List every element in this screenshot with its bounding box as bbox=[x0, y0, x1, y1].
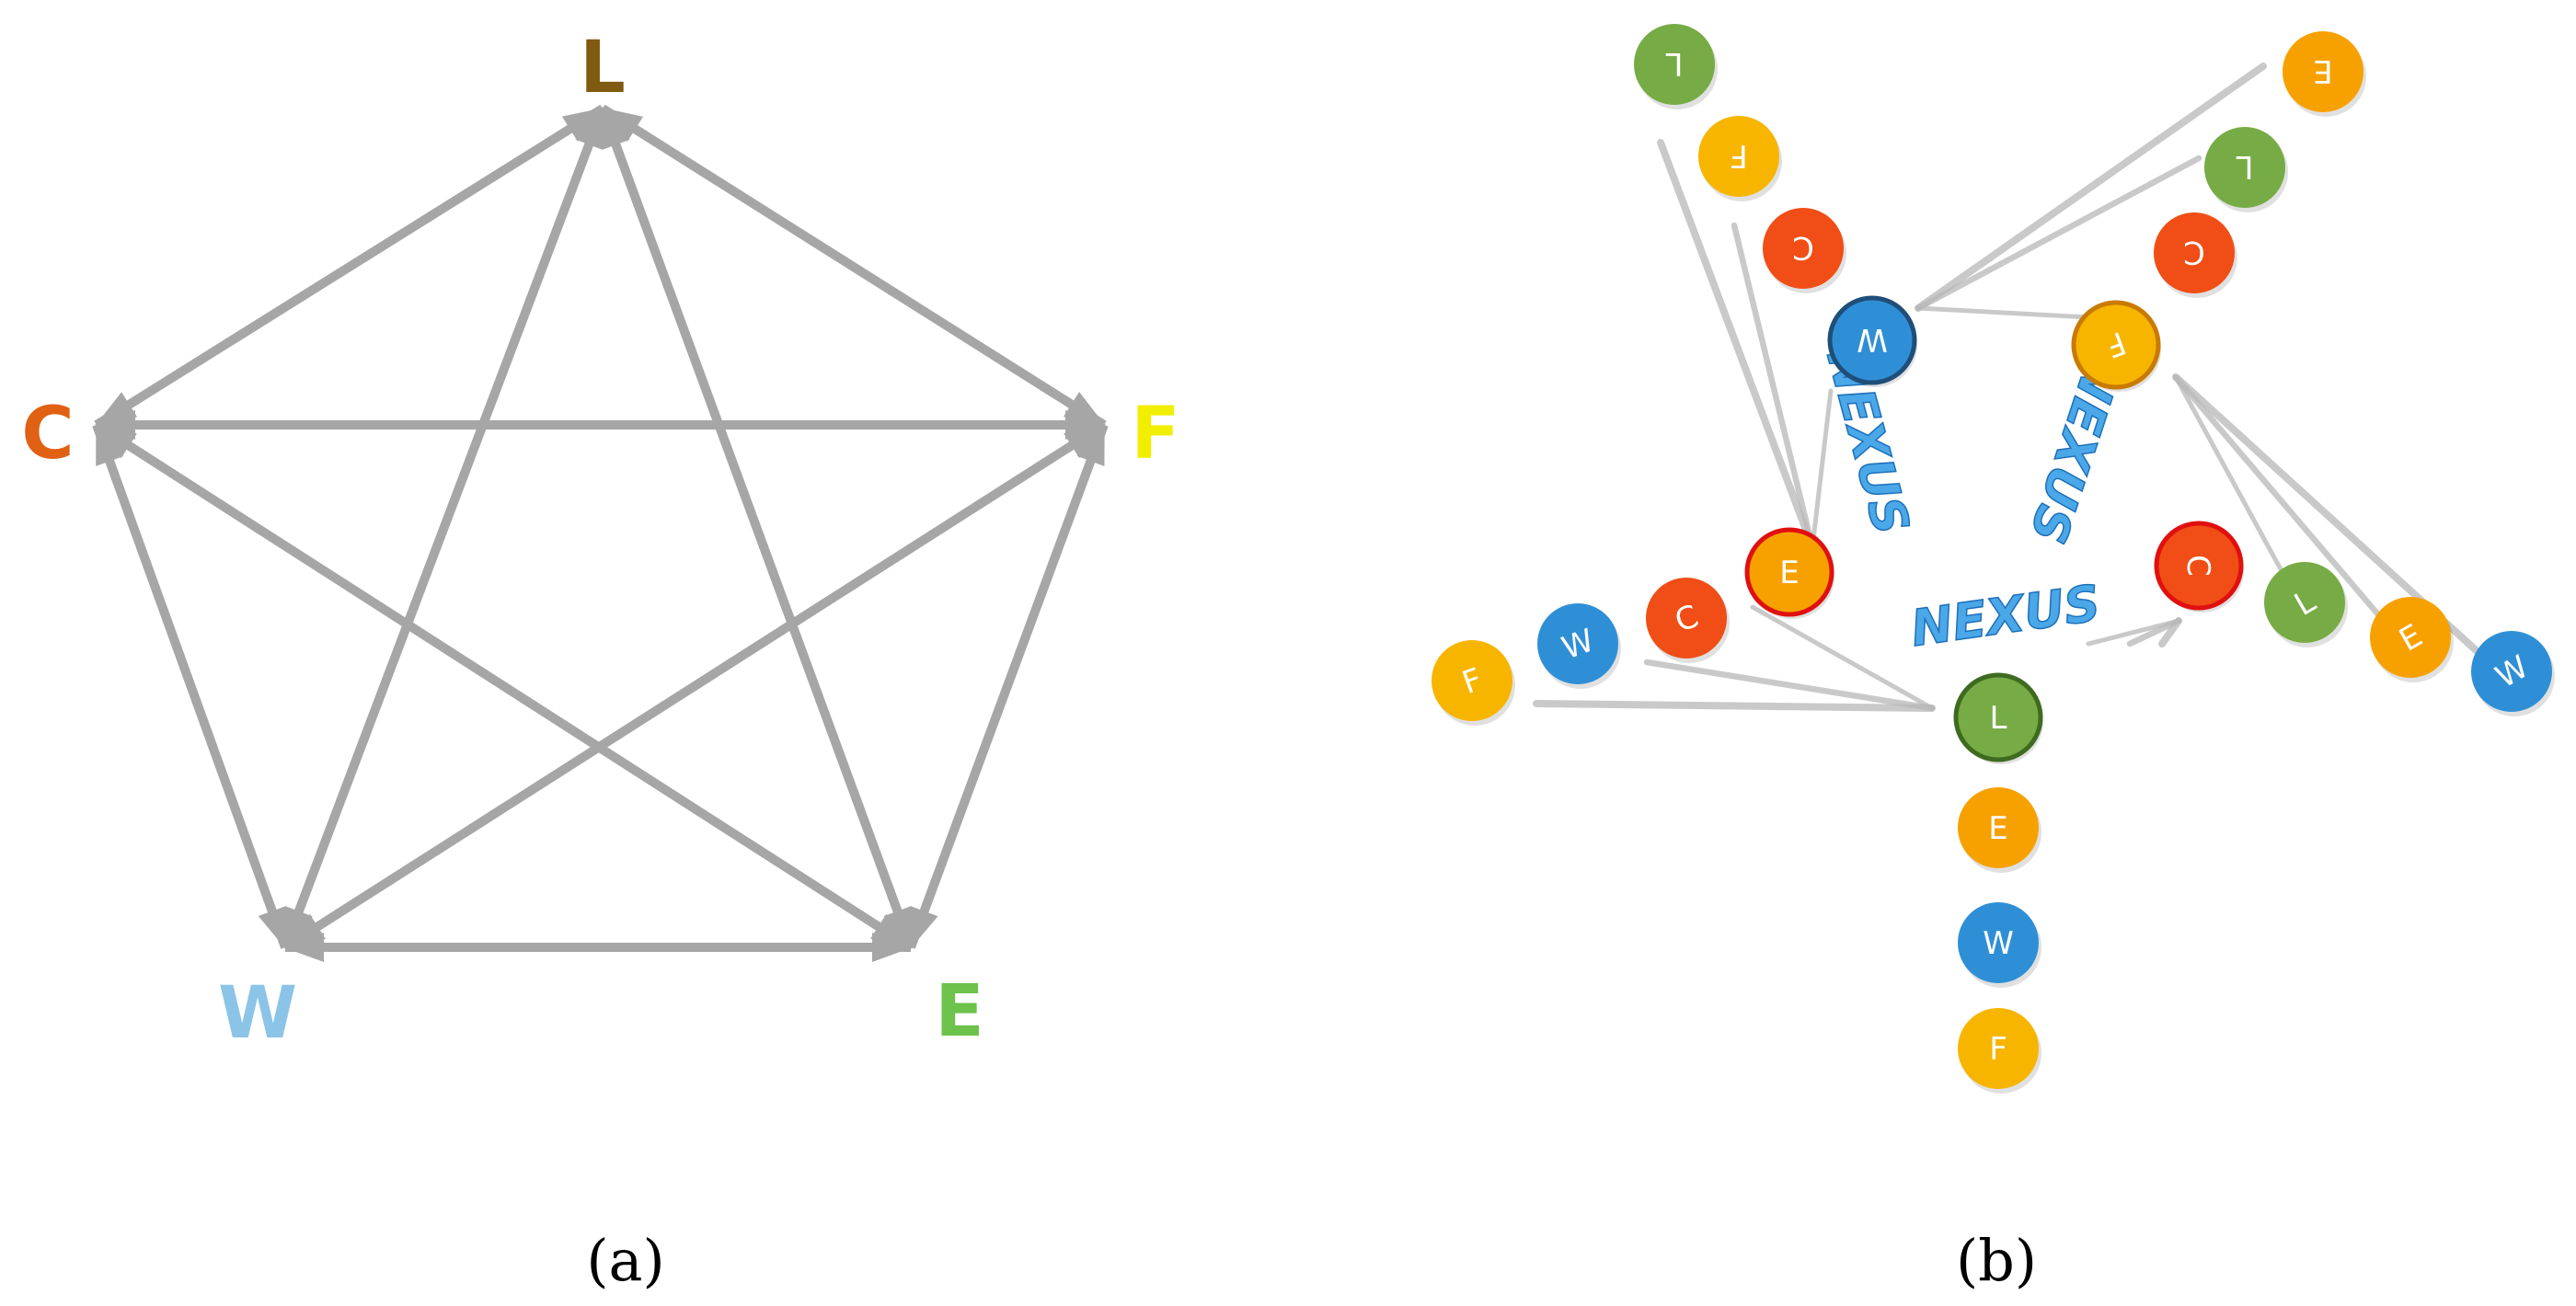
spoke-ball-C-L-group: L bbox=[2264, 562, 2348, 647]
panel-a-nodes: L F E W C bbox=[21, 27, 1179, 1055]
panel-a-caption: (a) bbox=[586, 1227, 664, 1294]
spoke-ball-L-F-group: F bbox=[1958, 1008, 2041, 1094]
spoke-ball-L-F bbox=[1958, 1008, 2039, 1089]
hub-ball-F bbox=[2071, 300, 2161, 390]
hub-ball-L-letter: L bbox=[1990, 700, 2007, 737]
spoke-line-C-W bbox=[2173, 374, 2289, 582]
spoke-ball-F-L-letter: L bbox=[2236, 148, 2253, 185]
spoke-ball-C-E bbox=[2370, 597, 2451, 678]
spoke-ball-E-W-group: W bbox=[1537, 603, 1621, 689]
node-label-E: E bbox=[935, 970, 983, 1053]
spoke-line-W-L bbox=[1657, 139, 1816, 551]
hub-ball-C-group: C bbox=[2154, 521, 2244, 613]
spoke-ball-E-C bbox=[1646, 578, 1727, 659]
spoke-line-E-C bbox=[1533, 700, 1936, 712]
edge-F-E bbox=[906, 423, 1109, 949]
spoke-ball-F-C-letter: C bbox=[2183, 234, 2205, 270]
edge-L-W bbox=[281, 107, 607, 949]
spoke-ball-F-C-group: C bbox=[2154, 212, 2237, 298]
spoke-line-E-F bbox=[1750, 604, 1935, 711]
spoke-ball-F-E-group: E bbox=[2283, 31, 2366, 117]
edge-W-C bbox=[92, 423, 290, 949]
hub-ball-L-group: L bbox=[1953, 672, 2043, 764]
spoke-ball-F-E bbox=[2283, 31, 2363, 112]
spoke-ball-C-W bbox=[2471, 631, 2552, 712]
spoke-ball-W-L-group: L bbox=[1634, 24, 1718, 109]
panel-a-complete-graph: L F E W C (a) bbox=[21, 27, 1179, 1294]
spoke-line-F-C bbox=[1915, 305, 2091, 320]
spoke-ball-E-C-group: C bbox=[1646, 578, 1730, 663]
hub-ball-L bbox=[1953, 672, 2043, 762]
spoke-ball-F-E-letter: E bbox=[2313, 52, 2332, 89]
spoke-ball-E-W bbox=[1537, 603, 1618, 684]
spoke-ball-W-C-group: C bbox=[1763, 208, 1846, 293]
spoke-ball-F-L-group: L bbox=[2204, 127, 2288, 212]
spoke-ball-E-F-group: F bbox=[1432, 640, 1515, 726]
spoke-line-C-E bbox=[2172, 373, 2391, 629]
spoke-line-F-E bbox=[1915, 63, 2267, 312]
spoke-ball-L-E-group: E bbox=[1958, 787, 2041, 873]
spoke-ball-L-W-group: W bbox=[1958, 902, 2041, 988]
hub-ball-E-group: E bbox=[1744, 527, 1834, 619]
edge-E-C bbox=[94, 420, 914, 952]
spoke-ball-C-W-group: W bbox=[2471, 631, 2555, 716]
spoke-ball-W-F-letter: F bbox=[1730, 137, 1748, 174]
hub-ball-W bbox=[1827, 295, 1917, 385]
node-label-C: C bbox=[21, 393, 74, 475]
spoke-ball-F-C bbox=[2154, 212, 2235, 293]
panel-a-edges bbox=[92, 104, 1109, 962]
spoke-line-W-C bbox=[1810, 388, 1834, 550]
spoke-ball-C-L bbox=[2264, 562, 2345, 643]
spoke-ball-W-F bbox=[1698, 116, 1779, 197]
spoke-line-E-W bbox=[1643, 659, 1936, 712]
spoke-ball-E-F bbox=[1432, 640, 1512, 721]
spoke-line-F-L bbox=[1915, 155, 2202, 312]
hub-ball-C bbox=[2154, 521, 2244, 611]
node-label-F: F bbox=[1131, 393, 1179, 475]
spoke-line-W-F bbox=[1731, 222, 1816, 551]
node-label-W: W bbox=[218, 972, 297, 1055]
spoke-ball-W-F-group: F bbox=[1698, 116, 1782, 201]
spoke-ball-W-C-letter: C bbox=[1792, 229, 1814, 266]
spoke-line-L-F bbox=[2086, 618, 2181, 647]
edge-L-E bbox=[598, 107, 915, 949]
spoke-ball-L-F-letter: F bbox=[1989, 1031, 2007, 1068]
hub-ball-E-letter: E bbox=[1779, 555, 1799, 591]
spoke-ball-L-E-letter: E bbox=[1988, 810, 2007, 847]
spoke-ball-C-E-group: E bbox=[2370, 597, 2454, 682]
spoke-ball-L-W bbox=[1958, 902, 2039, 983]
spoke-ball-L-W-letter: W bbox=[1983, 925, 2014, 962]
panel-b-caption: (b) bbox=[1956, 1227, 2037, 1294]
hub-ball-W-group: W bbox=[1827, 295, 1917, 387]
node-label-L: L bbox=[580, 27, 626, 109]
hub-ball-C-letter: C bbox=[2179, 555, 2216, 577]
edge-F-W bbox=[282, 420, 1107, 952]
hub-ball-E bbox=[1744, 527, 1834, 617]
spoke-ball-W-C bbox=[1763, 208, 1844, 289]
spoke-ball-W-L bbox=[1634, 24, 1715, 105]
edge-L-C bbox=[94, 104, 605, 430]
nexus-label-3: NEXUS bbox=[1907, 574, 2103, 658]
spoke-ball-L-E bbox=[1958, 787, 2039, 868]
hub-ball-W-letter: W bbox=[1857, 321, 1888, 358]
spoke-ball-F-L bbox=[2204, 127, 2285, 208]
panel-b-spoke-lines bbox=[1533, 63, 2488, 712]
spoke-ball-W-L-letter: L bbox=[1665, 45, 1683, 82]
edge-L-F bbox=[600, 104, 1107, 430]
hub-ball-F-group: F bbox=[2071, 300, 2161, 392]
